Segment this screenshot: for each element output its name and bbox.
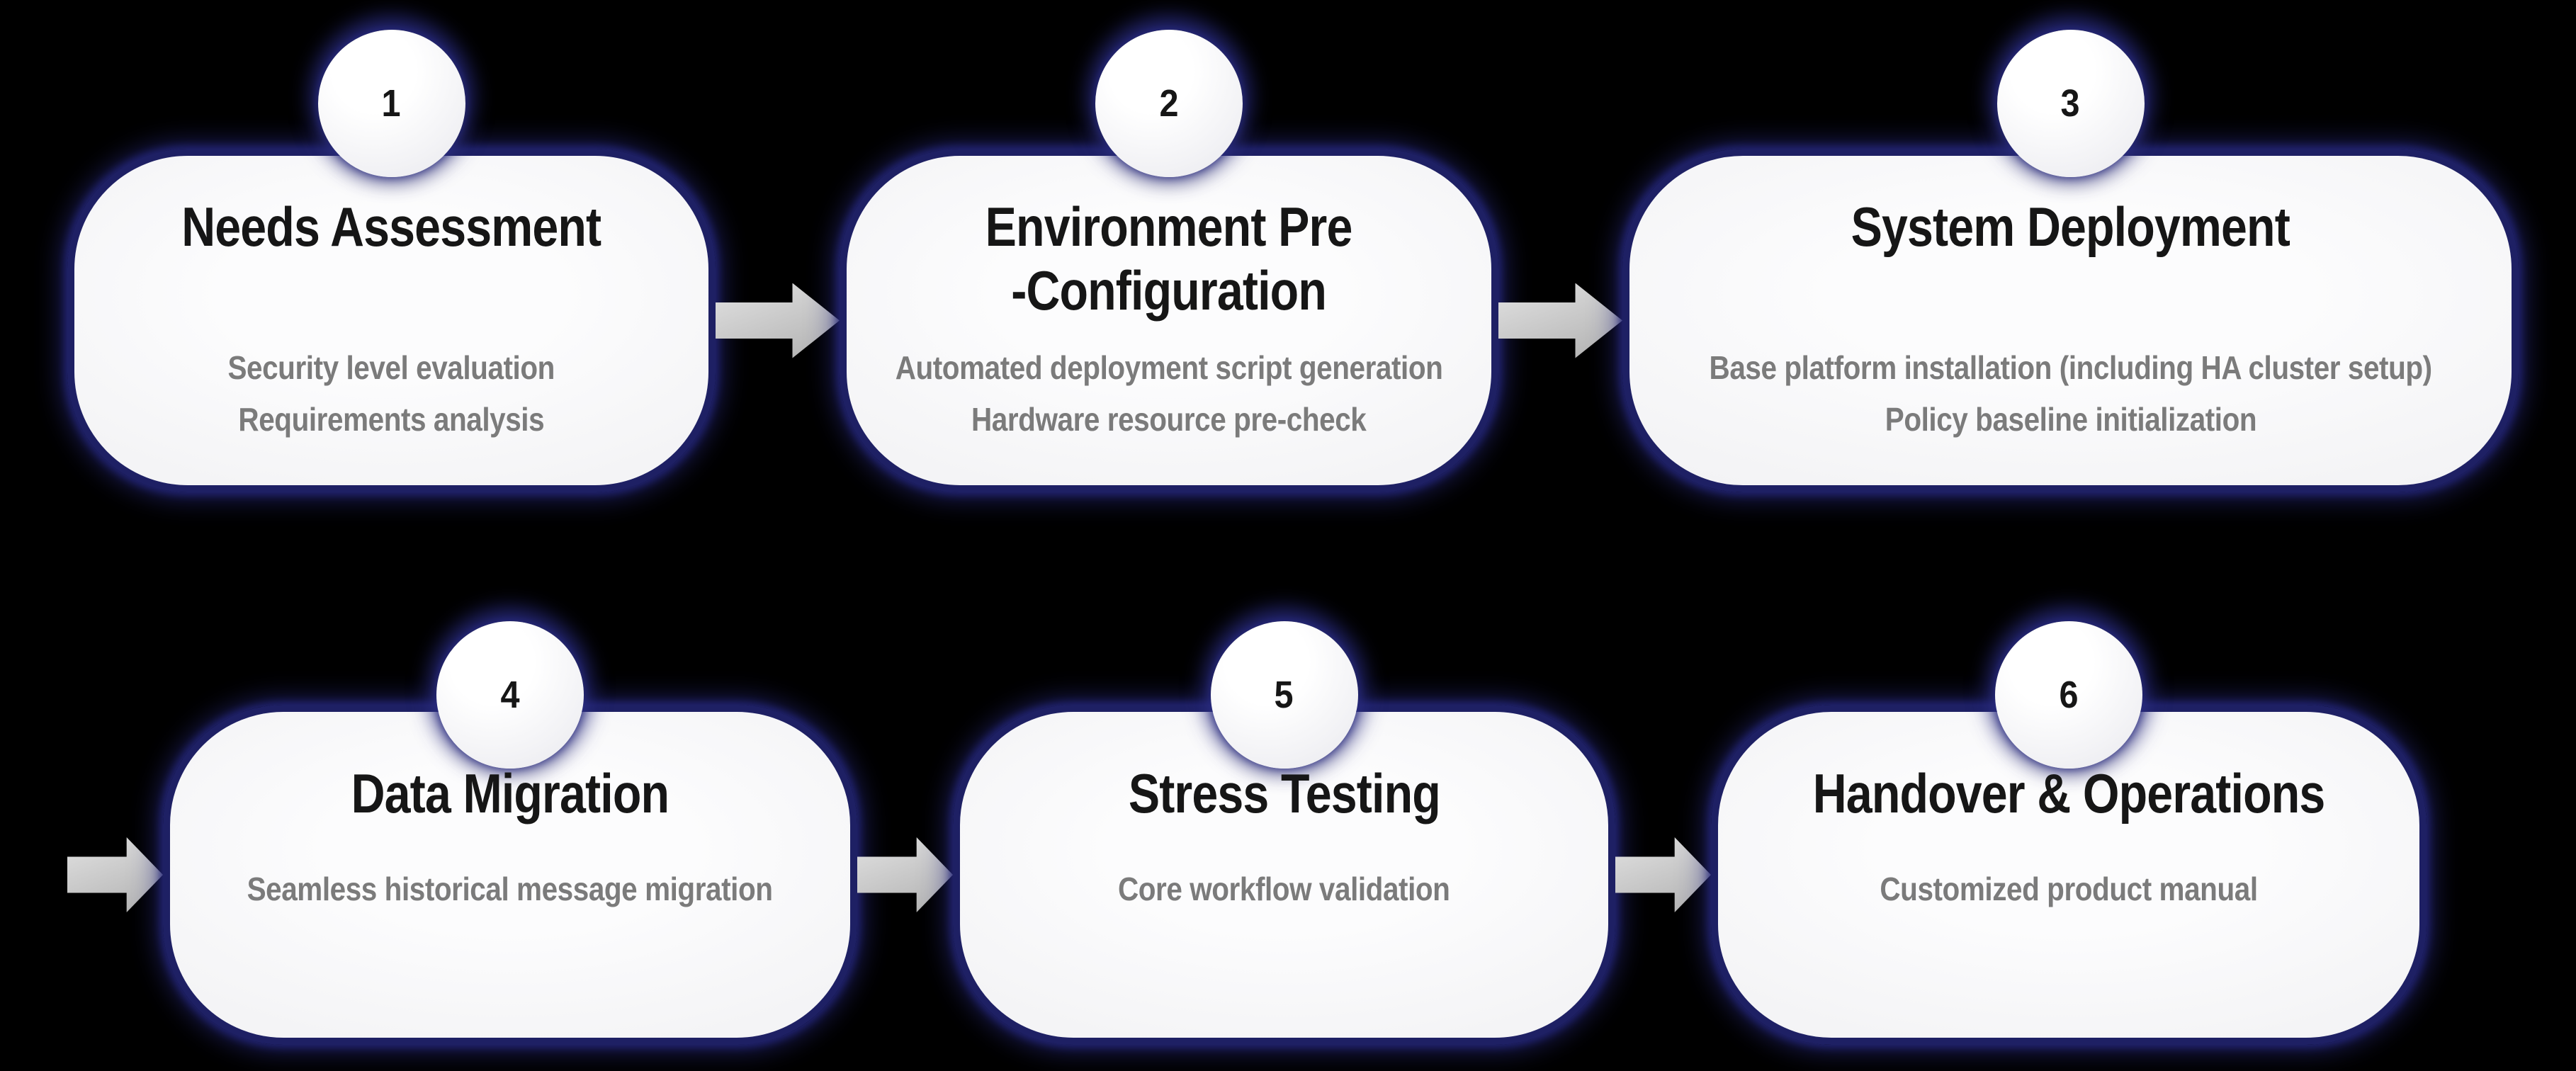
step-description: Core workflow validation <box>1118 871 1450 907</box>
flow-row-bottom: 4 Data Migration Seamless historical mes… <box>67 621 2576 1045</box>
step-title-line: Stress Testing <box>1128 762 1440 824</box>
step-description: Base platform installation (including HA… <box>1709 349 2432 386</box>
step-description: Security level evaluation <box>227 349 555 386</box>
step-description: Requirements analysis <box>238 401 545 438</box>
step-card-6: 6 Handover & Operations Customized produ… <box>1711 621 2427 1045</box>
step-card-1: 1 Needs Assessment Security level evalua… <box>67 30 716 492</box>
arrow-step2-to-step3 <box>1498 283 1622 358</box>
step-number-badge-3: 3 <box>1996 30 2145 177</box>
step-number: 2 <box>1159 82 1179 125</box>
step-title-2: Environment Pre -Configuration <box>953 195 1384 322</box>
step-descriptions-4: Seamless historical message migration <box>211 863 808 915</box>
arrow-step4-to-step5 <box>857 837 953 912</box>
step-title-3: System Deployment <box>1812 195 2329 322</box>
step-number-badge-5: 5 <box>1210 621 1358 769</box>
step-title-6: Handover & Operations <box>1768 761 2370 825</box>
arrow-step1-to-step2 <box>716 283 840 358</box>
step-descriptions-1: Security level evaluation Requirements a… <box>205 342 577 446</box>
arrow-step5-to-step6 <box>1615 837 1711 912</box>
step-title-line: Needs Assessment <box>181 196 601 258</box>
step-number-badge-4: 4 <box>436 621 584 769</box>
step-title-1: Needs Assessment <box>145 195 638 322</box>
step-title-line: Data Migration <box>351 762 670 824</box>
step-description: Automated deployment script generation <box>895 349 1443 386</box>
step-title-line: Environment Pre <box>985 196 1353 258</box>
step-card-5: 5 Stress Testing Core workflow validatio… <box>953 621 1615 1045</box>
step-card-2: 2 Environment Pre -Configuration Automat… <box>840 30 1498 492</box>
step-number-badge-6: 6 <box>1995 621 2142 769</box>
step-number: 4 <box>500 674 520 716</box>
step-title-line: Handover & Operations <box>1812 762 2326 824</box>
step-title-line: System Deployment <box>1851 196 2290 258</box>
step-number: 1 <box>381 82 402 125</box>
step-number: 6 <box>2059 674 2079 716</box>
step-description: Hardware resource pre-check <box>971 401 1367 438</box>
flow-row-top: 1 Needs Assessment Security level evalua… <box>67 30 2576 492</box>
step-descriptions-2: Automated deployment script generation H… <box>858 342 1480 446</box>
step-description: Policy baseline initialization <box>1885 401 2256 438</box>
step-descriptions-6: Customized product manual <box>1854 863 2283 915</box>
step-title-4: Data Migration <box>323 761 697 825</box>
step-number: 3 <box>2060 82 2081 125</box>
step-number: 5 <box>1274 674 1294 716</box>
step-descriptions-3: Base platform installation (including HA… <box>1660 342 2481 446</box>
arrow-into-step4 <box>67 837 163 912</box>
step-descriptions-5: Core workflow validation <box>1095 863 1472 915</box>
step-card-4: 4 Data Migration Seamless historical mes… <box>163 621 857 1045</box>
step-description: Customized product manual <box>1880 871 2258 907</box>
step-title-line: -Configuration <box>1011 259 1328 322</box>
step-description: Seamless historical message migration <box>247 871 773 907</box>
step-card-3: 3 System Deployment Base platform instal… <box>1622 30 2519 492</box>
step-number-badge-1: 1 <box>317 30 465 177</box>
step-title-5: Stress Testing <box>1101 761 1468 825</box>
step-number-badge-2: 2 <box>1095 30 1243 177</box>
